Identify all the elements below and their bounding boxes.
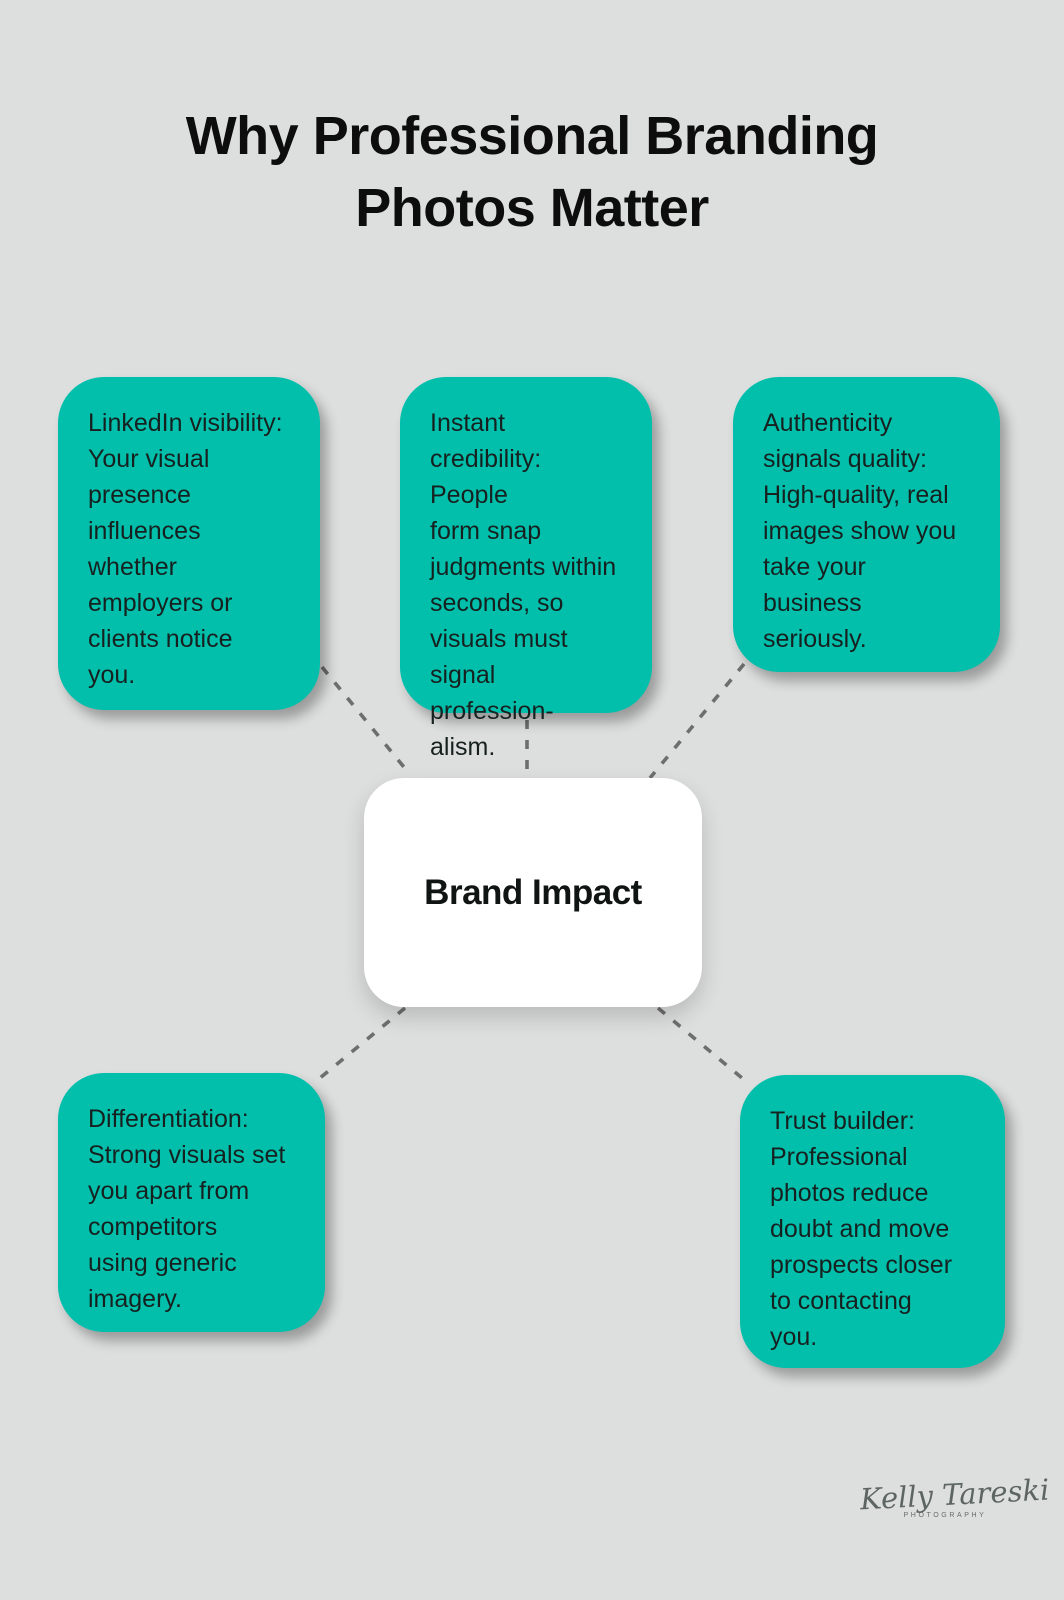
node-text: Differentiation: Strong visuals set you … [88, 1105, 286, 1313]
signature-name: Kelly Tareski [859, 1472, 1051, 1517]
node-card-differentiation: Differentiation: Strong visuals set you … [58, 1073, 325, 1332]
infographic-title: Why Professional Branding Photos Matter [185, 106, 879, 238]
node-card-trust-builder: Trust builder: Professional photos reduc… [740, 1075, 1005, 1368]
node-card-authenticity-quality: Authenticity signals quality: High-quali… [733, 377, 1000, 672]
node-card-linkedin-visibility: LinkedIn visibility: Your visual presenc… [58, 377, 320, 710]
connector-line-top-right [648, 662, 746, 780]
connector-line-bottom-left [318, 1006, 407, 1080]
connector-line-bottom-right [656, 1006, 744, 1080]
node-text: Trust builder: Professional photos reduc… [770, 1107, 953, 1351]
connector-line-top-left [320, 665, 410, 774]
center-node-label: Brand Impact [424, 872, 642, 912]
node-text: Authenticity signals quality: High-quali… [763, 409, 957, 653]
node-text: LinkedIn visibility: Your visual presenc… [88, 409, 283, 689]
node-text: Instant credibility: People form snap ju… [430, 409, 617, 761]
signature-subtitle: PHOTOGRAPHY [903, 1512, 987, 1519]
node-card-instant-credibility: Instant credibility: People form snap ju… [400, 377, 652, 761]
signature: Kelly Tareski PHOTOGRAPHY [859, 1473, 1050, 1519]
center-node: Brand Impact [364, 778, 702, 1007]
